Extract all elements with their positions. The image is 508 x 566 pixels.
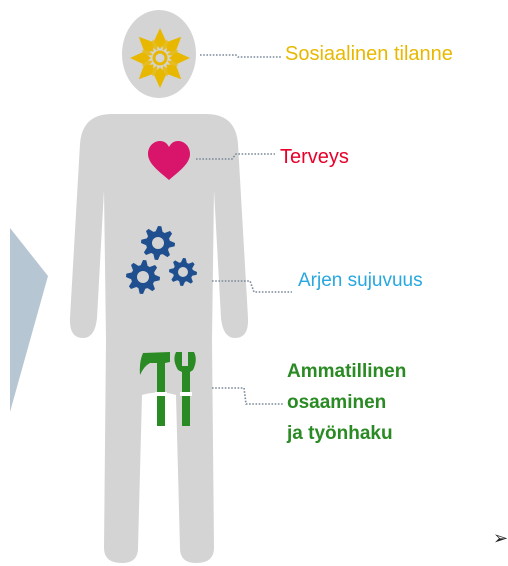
connector-work <box>212 387 284 405</box>
sun-petal-small <box>167 60 179 66</box>
wrench-icon <box>174 352 196 426</box>
sun-petal-small <box>152 65 158 77</box>
sun-petal <box>169 52 190 64</box>
human-figure <box>69 10 249 563</box>
gear-bottom-left-hole <box>137 271 149 283</box>
connector-lines <box>196 54 292 405</box>
sun-petal-small <box>141 60 153 66</box>
sun-petal <box>154 67 166 88</box>
sun-petal <box>166 36 182 52</box>
connector-social <box>200 54 282 58</box>
sun-flower-icon <box>130 28 190 88</box>
label-social-situation: Sosiaalinen tilanne <box>285 43 453 65</box>
label-daily-life: Arjen sujuvuus <box>298 270 423 291</box>
label-work-line-3: ja työnhaku <box>287 423 393 444</box>
sun-petal-small <box>152 39 158 51</box>
connector-health <box>196 153 275 160</box>
sun-petal <box>138 64 154 80</box>
sun-petal-small <box>167 50 179 56</box>
label-work-skills: Ammatillinen osaaminen ja työnhaku <box>287 356 406 449</box>
connector-daily <box>212 280 292 293</box>
chevron-arrow-shape <box>10 228 48 412</box>
hammer-icon <box>139 352 170 426</box>
gear-top-hole <box>152 237 164 249</box>
sun-petal-small <box>141 50 153 56</box>
sun-petal-small <box>162 39 168 51</box>
sun-petal <box>138 36 154 52</box>
sun-petal <box>166 64 182 80</box>
sun-petal <box>130 52 151 64</box>
gear-bottom-right-hole <box>178 267 188 277</box>
label-health: Terveys <box>280 146 349 168</box>
tools-icon <box>139 352 196 426</box>
label-work-line-1: Ammatillinen <box>287 361 407 382</box>
sun-centre <box>152 50 168 66</box>
figure-torso <box>69 114 249 563</box>
sun-petal <box>154 28 166 49</box>
gears-icon <box>126 226 197 294</box>
label-work-line-2: osaaminen <box>287 392 387 413</box>
bullet-arrow-icon: ➢ <box>493 528 508 549</box>
sun-petal-small <box>162 65 168 77</box>
heart-icon <box>148 141 190 180</box>
